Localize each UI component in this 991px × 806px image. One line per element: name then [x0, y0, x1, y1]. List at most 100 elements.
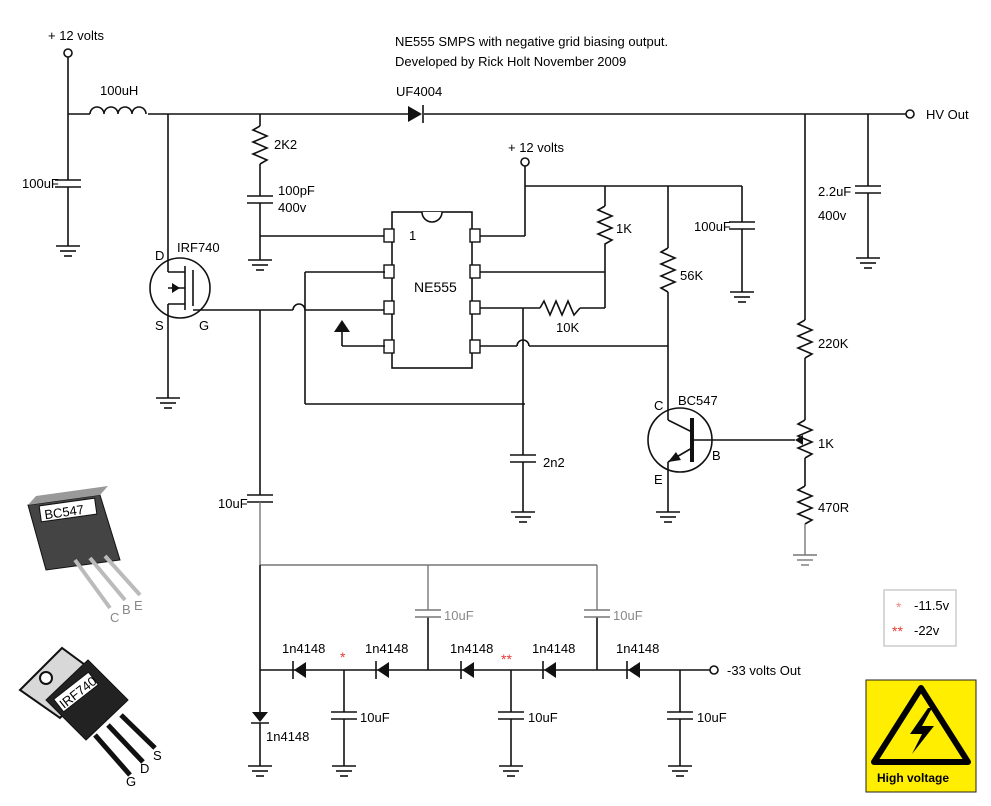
diode-chain-5 [626, 661, 640, 679]
resistor-10k-label: 10K [556, 320, 579, 335]
capacitor-store-d [498, 670, 524, 777]
diagram-credit: Developed by Rick Holt November 2009 [395, 54, 626, 69]
irf740-package-drawing [18, 646, 157, 777]
diode-uf4004 [408, 105, 424, 123]
voltage-legend [883, 589, 957, 647]
capacitor-input-label: 100uF [22, 176, 59, 191]
lightning-icon [910, 708, 934, 754]
legend-mark-1: * [896, 599, 902, 615]
bc547-pin-e: E [134, 598, 143, 613]
transistor-label: BC547 [678, 393, 718, 408]
irf740-pin-g: G [126, 774, 136, 789]
ic-pin1-label: 1 [409, 228, 416, 243]
transistor-b-label: B [712, 448, 721, 463]
capacitor-store-e [667, 670, 693, 777]
resistor-56k-label: 56K [680, 268, 703, 283]
diode-5-label: 1n4148 [616, 641, 659, 656]
ic-left-wiring [304, 271, 525, 405]
feedback-divider [793, 114, 817, 566]
bc547-pin-b: B [122, 602, 131, 617]
bc547-package-drawing [27, 486, 142, 610]
resistor-2k2 [250, 125, 270, 165]
irf740-pin-s: S [153, 748, 162, 763]
warning-label: High voltage [877, 771, 949, 785]
diode-chain-4 [542, 661, 556, 679]
capacitor-store-e-label: 10uF [697, 710, 727, 725]
mosfet-s-label: S [155, 318, 164, 333]
resistor-56k [658, 247, 678, 293]
marker-1: * [340, 649, 346, 665]
gate-wire [240, 303, 385, 495]
c100pf-label: 100pF [278, 183, 315, 198]
capacitor-store-c-label: 10uF [360, 710, 390, 725]
diode-chain-1 [292, 661, 306, 679]
transistor-c-label: C [654, 398, 663, 413]
diode-1-label: 1n4148 [282, 641, 325, 656]
ground-mosfet [156, 397, 180, 409]
diode-uf4004-label: UF4004 [396, 84, 442, 99]
supply-label: + 12 volts [48, 28, 105, 43]
diode-chain-2 [375, 661, 389, 679]
inductor-100uh [89, 106, 147, 115]
capacitor-ic-decoupling [729, 221, 755, 303]
mosfet-d-label: D [155, 248, 164, 263]
high-voltage-warning [865, 679, 977, 793]
capacitor-pump-a-label: 10uF [444, 608, 474, 623]
ic-supply-terminal [520, 157, 530, 167]
capacitor-hv [855, 114, 881, 269]
c100pf-voltage: 400v [278, 200, 307, 215]
inductor-label: 100uH [100, 83, 138, 98]
resistor-220k-label: 220K [818, 336, 849, 351]
bc547-pin-c: C [110, 610, 119, 625]
ic-ne555 [383, 211, 481, 369]
coupling-capacitor-label: 10uF [218, 496, 248, 511]
irf740-pin-d: D [140, 761, 149, 776]
capacitor-pump-a [415, 609, 441, 618]
ground-100pf [248, 259, 272, 271]
legend-mark-2: ** [892, 623, 903, 639]
diode-6-label: 1n4148 [266, 729, 309, 744]
mosfet-g-label: G [199, 318, 209, 333]
diode-3-label: 1n4148 [450, 641, 493, 656]
capacitor-pump-b [584, 609, 610, 618]
capacitor-store-d-label: 10uF [528, 710, 558, 725]
capacitor-pump-b-label: 10uF [613, 608, 643, 623]
capacitor-2n2 [510, 454, 536, 523]
coupling-capacitor [247, 494, 273, 503]
resistor-1k-label: 1K [616, 221, 632, 236]
legend-value-1: -11.5v [914, 598, 950, 613]
diagram-title: NE555 SMPS with negative grid biasing ou… [395, 34, 668, 49]
mosfet-label: IRF740 [177, 240, 220, 255]
resistor-1k [595, 205, 615, 250]
pot-1k-label: 1K [818, 436, 834, 451]
bc547-package-label: BC547 [43, 502, 84, 522]
capacitor-input [55, 114, 81, 257]
capacitor-hv-voltage: 400v [818, 208, 847, 223]
top-rail [63, 48, 915, 119]
diode-ground [248, 712, 272, 777]
resistor-10k [539, 298, 581, 318]
capacitor-hv-label: 2.2uF [818, 184, 851, 199]
ic-supply-label: + 12 volts [508, 140, 565, 155]
r2k2-label: 2K2 [274, 137, 297, 152]
mosfet-irf740 [149, 257, 240, 319]
diode-4-label: 1n4148 [532, 641, 575, 656]
transistor-bc547 [647, 407, 795, 523]
capacitor-ic-decoupling-label: 100uF [694, 219, 731, 234]
ic-right-wiring [480, 166, 743, 455]
hv-out-label: HV Out [926, 107, 969, 122]
transistor-e-label: E [654, 472, 663, 487]
marker-2: ** [501, 651, 512, 667]
legend-value-2: -22v [914, 623, 940, 638]
diode-chain-3 [460, 661, 474, 679]
resistor-470r-label: 470R [818, 500, 849, 515]
capacitor-store-c [331, 670, 357, 777]
ic-label: NE555 [414, 279, 457, 295]
capacitor-2n2-label: 2n2 [543, 455, 565, 470]
diode-2-label: 1n4148 [365, 641, 408, 656]
capacitor-100pf [247, 195, 273, 204]
negative-pump-wiring [259, 502, 719, 712]
neg-out-label: -33 volts Out [727, 663, 801, 678]
